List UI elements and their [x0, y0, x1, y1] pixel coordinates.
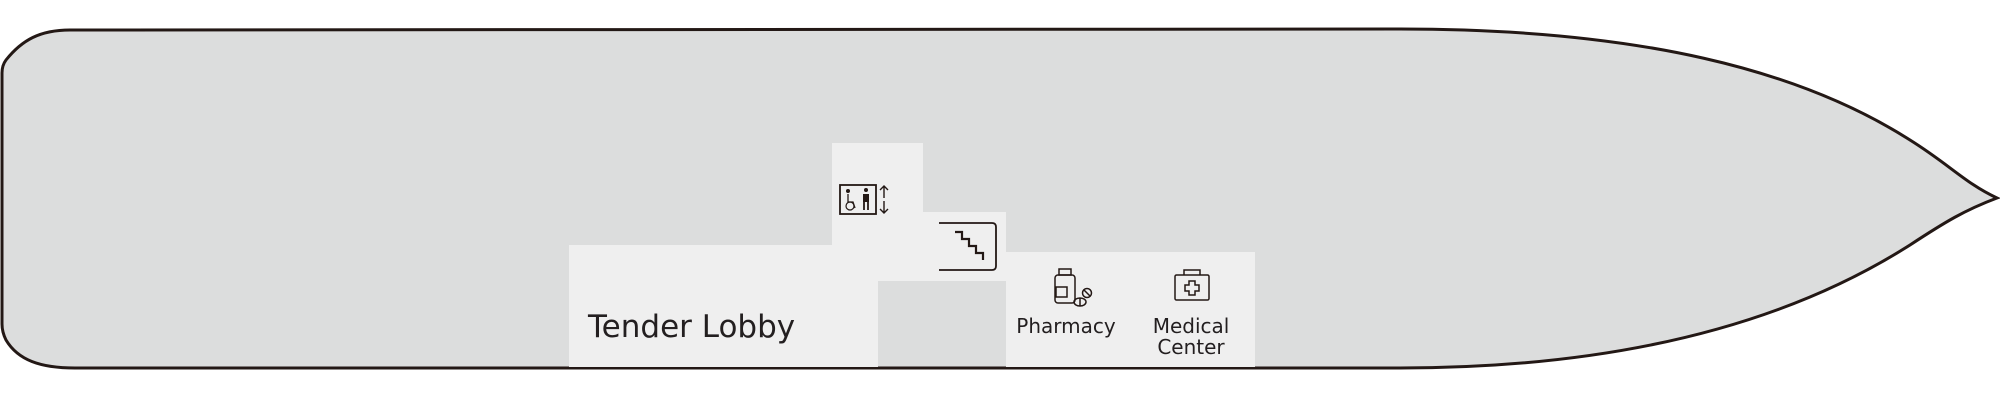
- medical-center-label-line1: Medical: [1153, 314, 1230, 338]
- accessible-elevator-icon: [839, 184, 889, 215]
- tender-lobby-room: [569, 245, 878, 367]
- medical-services-room: [1006, 252, 1255, 367]
- connector-room: [878, 245, 1006, 281]
- pharmacy-label: Pharmacy: [1016, 314, 1116, 338]
- medical-center-label-line2: Center: [1157, 335, 1225, 359]
- stairs-icon: [939, 222, 997, 271]
- first-aid-kit-icon: [1174, 269, 1210, 301]
- elevator-room: [832, 143, 923, 245]
- ship-hull: [0, 27, 2000, 370]
- tender-lobby-label: Tender Lobby: [587, 309, 795, 345]
- pharmacy-icon: [1054, 268, 1093, 307]
